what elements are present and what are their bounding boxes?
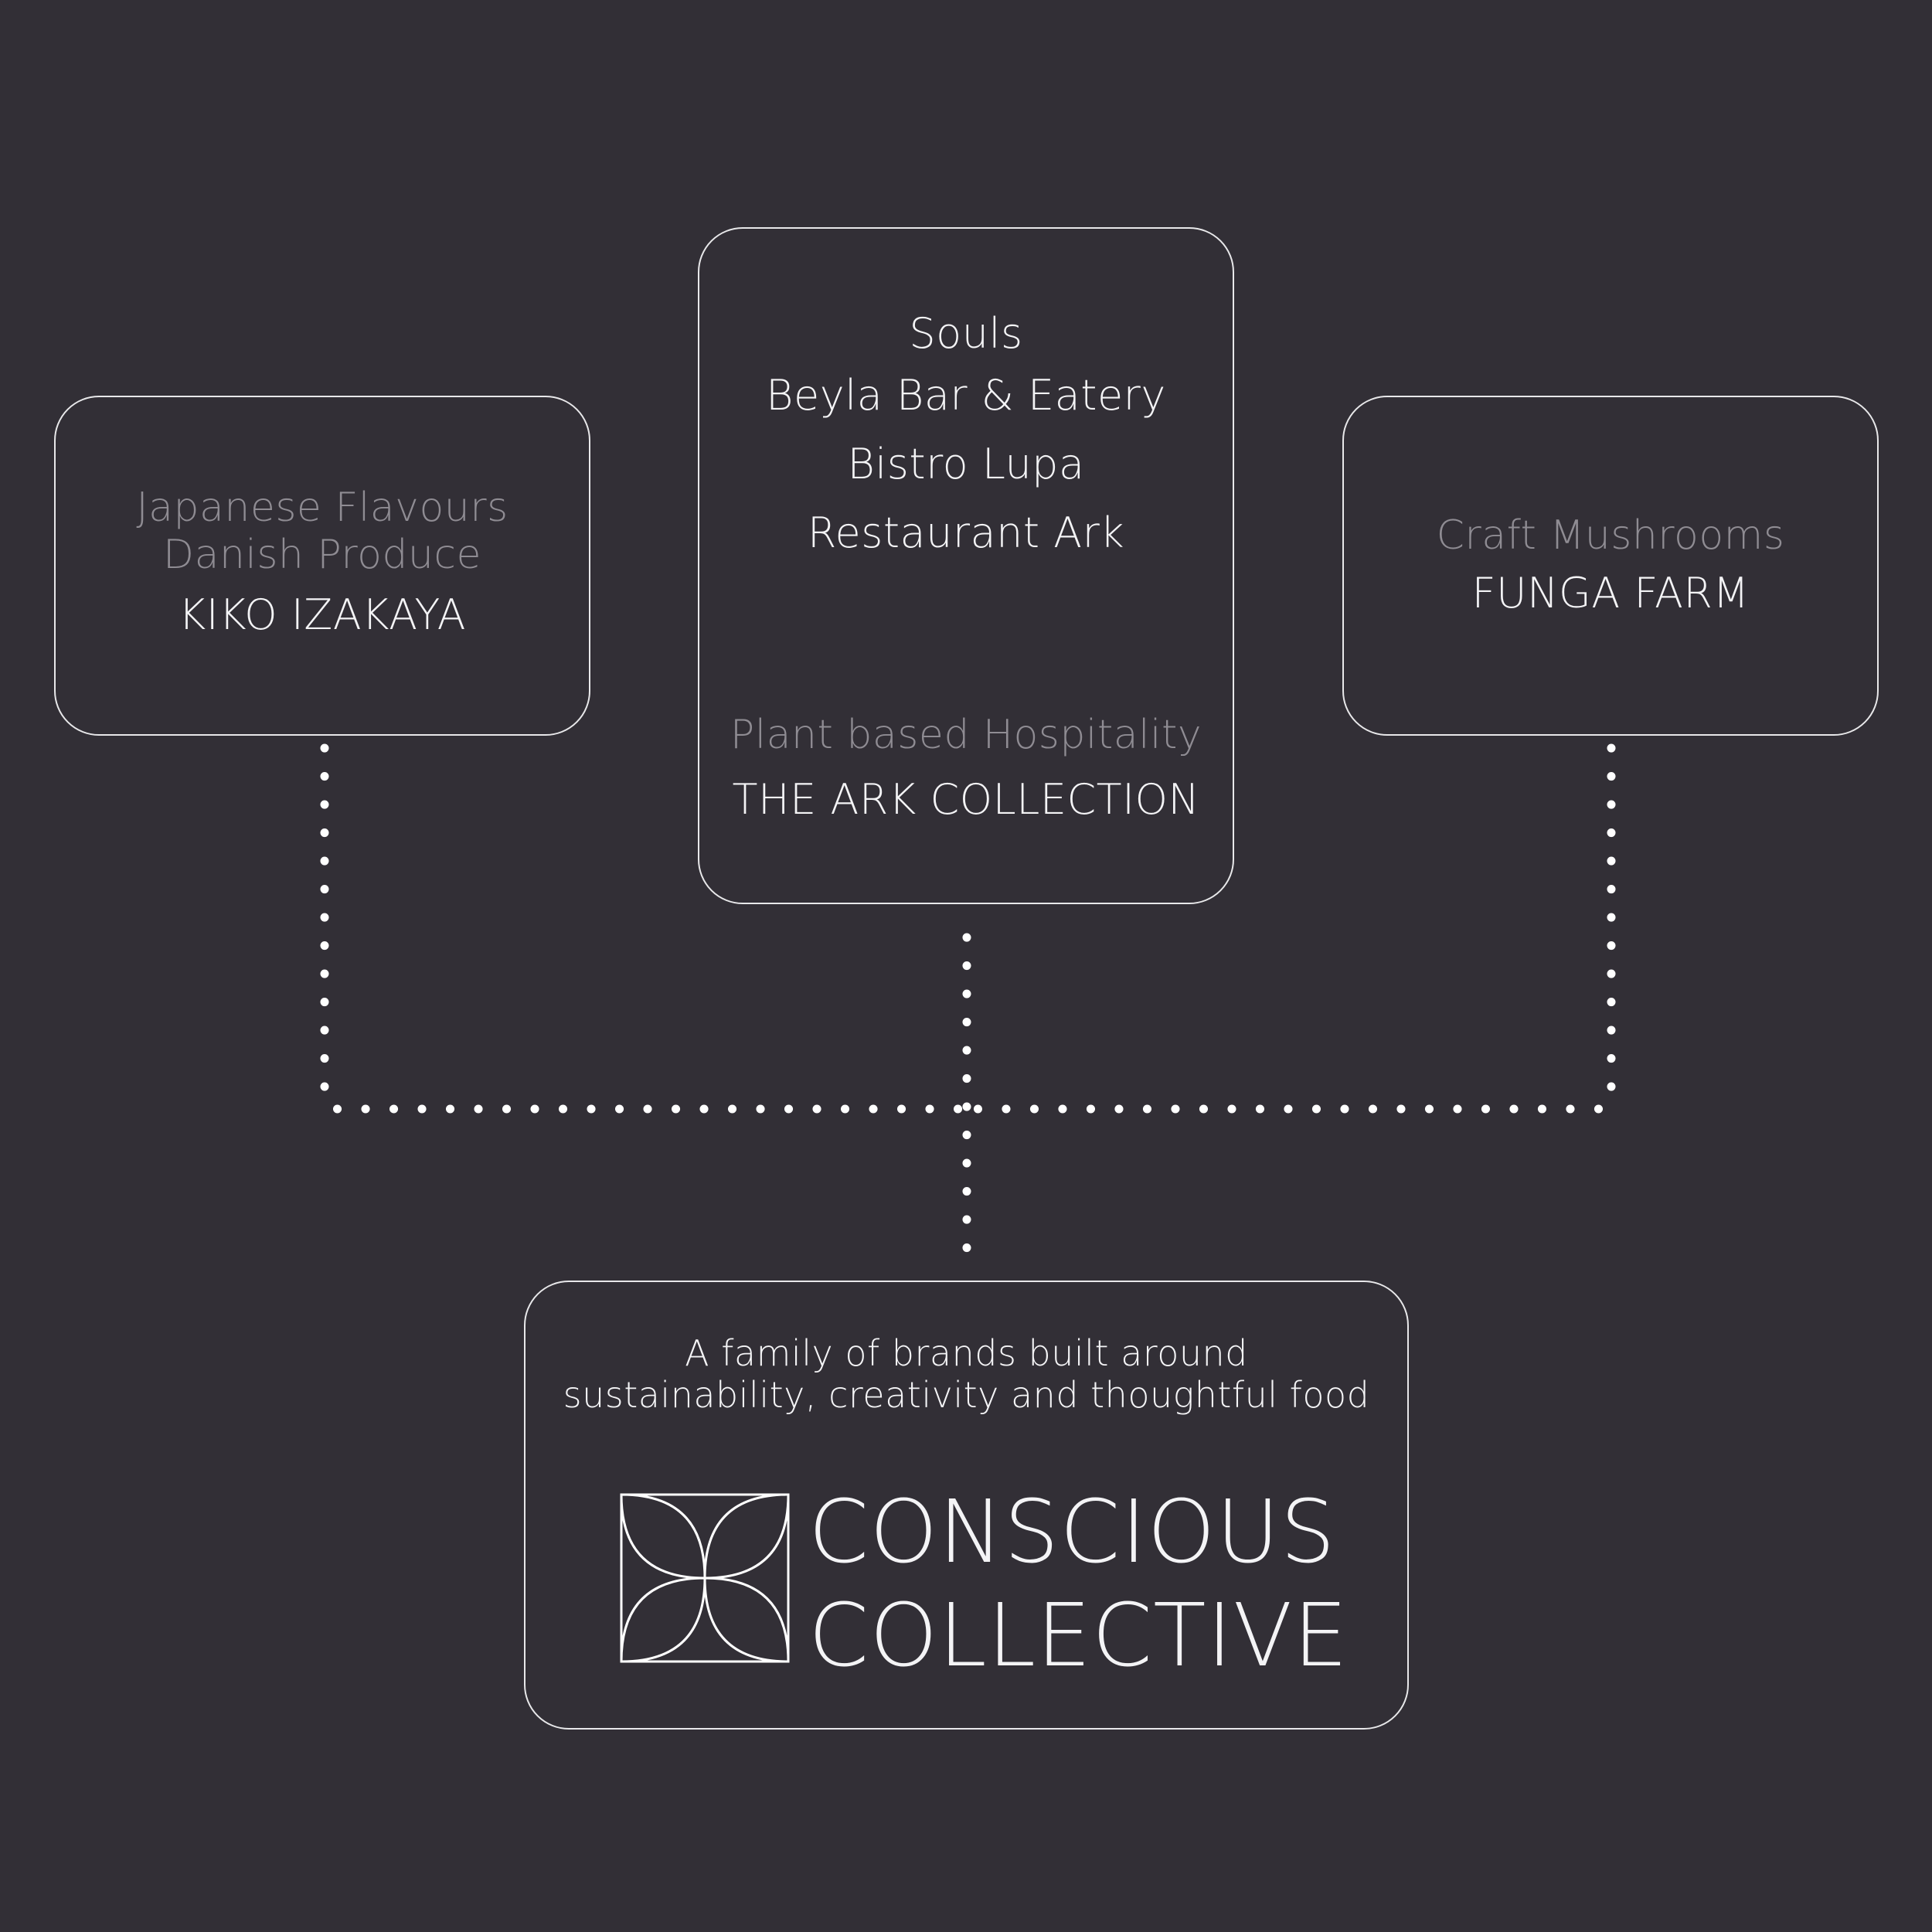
conscious-collective-card: A family of brands built around sustaina… xyxy=(524,1281,1409,1730)
connector-funga xyxy=(962,743,1616,1114)
ark-name: THE ARK COLLECTION xyxy=(732,775,1200,824)
ark-tagline: Plant based Hospitality xyxy=(730,712,1202,758)
funga-tagline: Craft Mushrooms xyxy=(1436,512,1785,559)
kiko-tagline-1: Japanese Flavours xyxy=(136,485,509,531)
collective-description-1: A family of brands built around xyxy=(685,1332,1248,1374)
connector-kiko xyxy=(320,743,971,1114)
funga-farm-card: Craft Mushrooms FUNGA FARM xyxy=(1342,396,1879,736)
brand-line-collective: COLLECTIVE xyxy=(808,1586,1349,1686)
brand-line-conscious: CONSCIOUS xyxy=(808,1482,1336,1583)
kiko-izakaya-card: Japanese Flavours Danish Produce KIKO IZ… xyxy=(54,396,590,736)
ark-venue-beyla: Beyla Bar & Eatery xyxy=(766,371,1166,420)
four-petal-square-logo-icon xyxy=(620,1493,790,1663)
kiko-name: KIKO IZAKAYA xyxy=(178,590,467,639)
funga-name: FUNGA FARM xyxy=(1471,569,1750,617)
ark-venue-souls: Souls xyxy=(909,309,1023,358)
ark-venue-restaurant-ark: Restaurant Ark xyxy=(807,509,1125,557)
collective-description-2: sustainability, creativity and thoughtfu… xyxy=(563,1374,1370,1416)
kiko-tagline-2: Danish Produce xyxy=(163,532,481,578)
ark-collection-card: Souls Beyla Bar & Eatery Bistro Lupa Res… xyxy=(698,227,1234,904)
ark-venue-bistro-lupa: Bistro Lupa xyxy=(847,440,1085,488)
